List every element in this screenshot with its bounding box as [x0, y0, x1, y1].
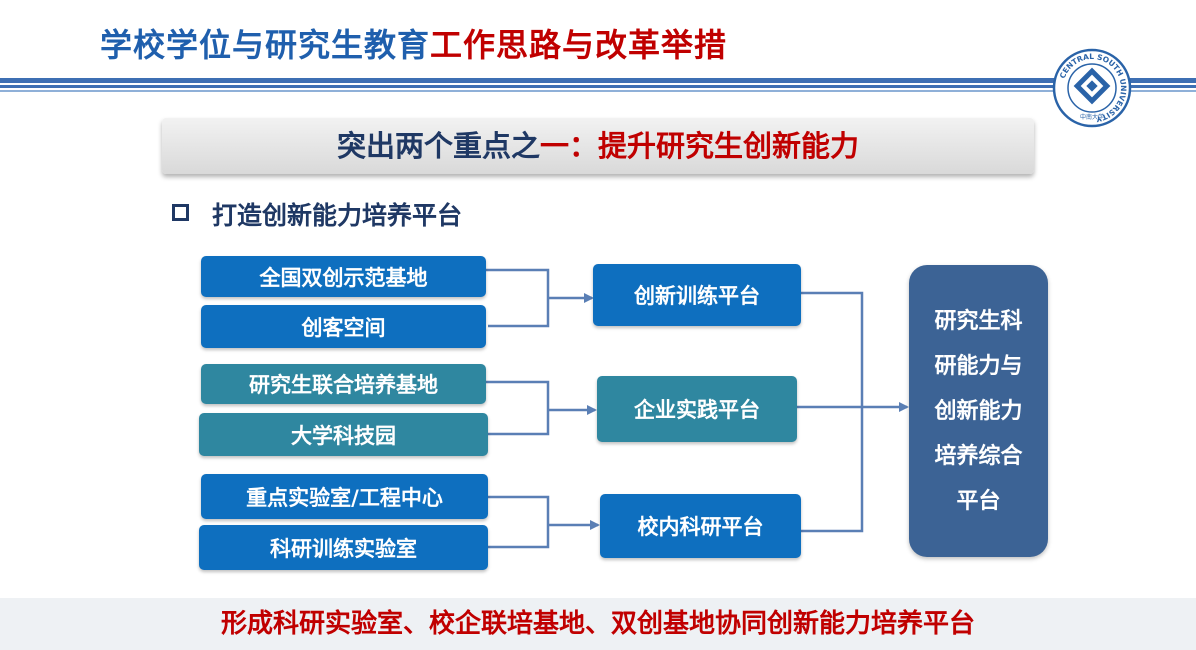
bracket-group-1 — [486, 268, 550, 328]
banner-part-2: 一：提升研究生创新能力 — [540, 129, 860, 163]
title-part-2: 工作思路与改革举措 — [430, 26, 728, 64]
header-band-bottom — [0, 90, 1196, 92]
source-box-2-1: 研究生联合培养基地 — [201, 364, 486, 404]
header-band-middle — [0, 85, 1196, 88]
seal-cn-text: 中南大学 — [1080, 113, 1104, 121]
university-seal-icon: CENTRAL SOUTH UNIVERSITY 中南大学 — [1052, 48, 1132, 128]
source-box-3-1: 重点实验室/工程中心 — [201, 474, 488, 519]
conclusion-text: 形成科研实验室、校企联培基地、双创基地协同创新能力培养平台 — [0, 598, 1196, 650]
platform-box-1: 创新训练平台 — [593, 264, 801, 326]
bracket-group-2 — [486, 380, 550, 436]
bracket-group-3 — [488, 495, 550, 549]
final-line-4: 培养综合 — [934, 443, 1023, 469]
bullet-square-icon — [172, 204, 189, 221]
page-title: 学校学位与研究生教育工作思路与改革举措 — [100, 20, 727, 66]
section-heading: 打造创新能力培养平台 — [212, 201, 463, 230]
final-platform-box: 研究生科 研能力与 创新能力 培养综合 平台 — [909, 265, 1048, 557]
platform-box-2: 企业实践平台 — [597, 376, 797, 442]
final-line-3: 创新能力 — [934, 398, 1023, 424]
final-line-2: 研能力与 — [934, 353, 1023, 379]
source-box-1-1: 全国双创示范基地 — [201, 256, 486, 297]
source-box-2-2: 大学科技园 — [199, 413, 488, 456]
banner-part-1: 突出两个重点之 — [336, 129, 540, 163]
final-line-1: 研究生科 — [934, 308, 1023, 334]
final-line-5: 平台 — [956, 488, 1001, 514]
source-box-1-2: 创客空间 — [201, 305, 486, 348]
bracket-platforms — [801, 291, 864, 533]
header-band-top — [0, 78, 1196, 83]
source-box-3-2: 科研训练实验室 — [199, 525, 488, 570]
title-part-1: 学校学位与研究生教育 — [100, 26, 431, 64]
platform-box-3: 校内科研平台 — [600, 494, 801, 558]
key-point-banner: 突出两个重点之一：提升研究生创新能力 — [162, 118, 1034, 174]
